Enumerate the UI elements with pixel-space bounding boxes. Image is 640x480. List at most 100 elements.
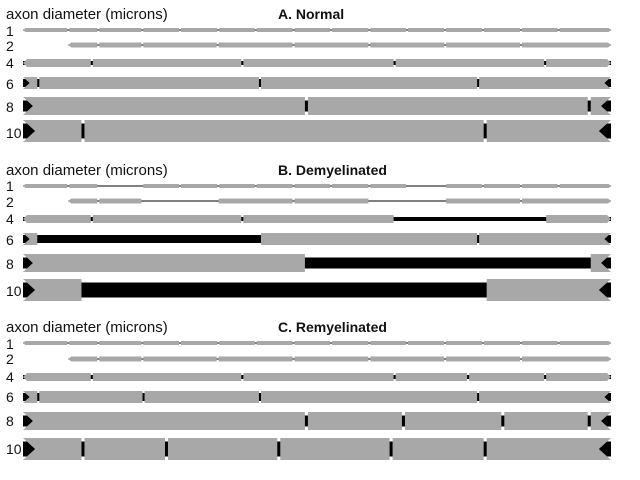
myelin-segment xyxy=(546,215,611,223)
row-label-c-1: 1 xyxy=(6,336,14,352)
myelin-segment xyxy=(479,77,611,89)
myelin-segment xyxy=(483,28,521,32)
myelin-segment xyxy=(23,77,38,89)
row-label-a-4: 4 xyxy=(6,55,14,71)
myelin-segment xyxy=(280,438,390,460)
bare-axon-segment xyxy=(306,257,590,269)
myelin-segment xyxy=(294,356,369,362)
myelin-segment xyxy=(243,59,394,67)
myelin-segment xyxy=(23,341,68,345)
myelin-segment xyxy=(143,356,217,362)
myelin-segment xyxy=(23,59,91,67)
myelin-segment xyxy=(479,391,611,403)
myelin-segment xyxy=(486,438,611,460)
row-label-b-6: 6 xyxy=(6,232,14,248)
myelin-segment xyxy=(559,28,611,32)
myelin-segment xyxy=(243,215,394,223)
myelin-segment xyxy=(446,28,482,32)
myelin-segment xyxy=(370,341,406,345)
myelin-segment xyxy=(256,184,293,188)
row-label-c-10: 10 xyxy=(6,441,22,457)
myelin-segment xyxy=(546,373,611,381)
myelin-segment xyxy=(219,184,255,188)
myelin-segment xyxy=(559,184,611,188)
row-label-a-6: 6 xyxy=(6,76,14,92)
panel-c: axon diameter (microns) C. Remyelinated … xyxy=(6,319,611,460)
row-label-a-2: 2 xyxy=(6,38,14,54)
row-label-c-4: 4 xyxy=(6,369,14,385)
myelin-segment xyxy=(504,412,588,430)
myelin-segment xyxy=(483,184,521,188)
myelin-segment xyxy=(395,373,468,381)
axis-header-c: axon diameter (microns) xyxy=(6,319,168,336)
myelin-segment xyxy=(479,233,611,245)
myelin-segment xyxy=(23,391,38,403)
row-label-b-10: 10 xyxy=(6,283,22,299)
bare-axon-segment xyxy=(406,185,446,187)
myelin-segment xyxy=(23,438,82,460)
myelin-segment xyxy=(99,28,142,32)
bare-axon-segment xyxy=(394,217,546,221)
myelin-segment xyxy=(392,438,484,460)
myelin-segment xyxy=(23,254,305,272)
row-label-a-1: 1 xyxy=(6,23,14,39)
myelin-segment xyxy=(446,356,521,362)
axis-header-a: axon diameter (microns) xyxy=(6,6,168,23)
myelin-segment xyxy=(370,356,445,362)
myelin-segment xyxy=(559,341,611,345)
myelin-segment xyxy=(522,28,558,32)
myelin-segment xyxy=(99,356,142,362)
myelin-segment xyxy=(407,341,445,345)
myelin-segment xyxy=(294,42,369,48)
fibers-b xyxy=(23,184,611,301)
row-label-b-8: 8 xyxy=(6,256,14,272)
myelin-segment xyxy=(294,184,331,188)
myelin-segment xyxy=(294,28,331,32)
myelin-segment xyxy=(404,412,502,430)
axis-header-b: axon diameter (microns) xyxy=(6,162,168,179)
myelin-segment xyxy=(99,198,142,204)
myelin-segment xyxy=(522,356,611,362)
myelin-segment xyxy=(180,341,218,345)
panel-title-c: C. Remyelinated xyxy=(278,319,387,335)
myelin-segment xyxy=(522,42,611,48)
panel-b: axon diameter (microns) B. Demyelinated … xyxy=(6,162,611,301)
myelin-segment xyxy=(23,412,305,430)
myelin-segment xyxy=(294,341,331,345)
myelin-segment xyxy=(143,184,179,188)
bare-axon-segment xyxy=(82,282,486,298)
myelin-segment xyxy=(370,42,445,48)
myelin-segment xyxy=(23,28,68,32)
myelin-segment xyxy=(84,120,484,142)
myelin-segment xyxy=(395,59,545,67)
myelin-segment xyxy=(23,279,82,301)
myelin-segment xyxy=(167,438,278,460)
myelin-segment xyxy=(469,373,545,381)
panel-a: axon diameter (microns) A. Normal 1 2 4 … xyxy=(6,6,611,142)
myelin-segment xyxy=(143,28,179,32)
myelin-segment xyxy=(590,412,611,430)
myelin-segment xyxy=(522,341,558,345)
myelin-segment xyxy=(307,412,402,430)
myelin-segment xyxy=(39,77,259,89)
myelin-segment xyxy=(92,373,242,381)
myelin-segment xyxy=(486,120,611,142)
myelin-segment xyxy=(446,42,521,48)
myelin-segment xyxy=(69,341,98,345)
myelin-segment xyxy=(370,184,406,188)
myelin-segment xyxy=(23,233,38,245)
myelin-segment xyxy=(69,184,98,188)
myelin-segment xyxy=(294,198,369,204)
bare-axon-segment xyxy=(38,235,260,243)
myelin-segment xyxy=(260,233,478,245)
row-label-a-8: 8 xyxy=(6,99,14,115)
myelin-segment xyxy=(68,198,98,204)
panel-title-a: A. Normal xyxy=(278,6,344,22)
myelin-segment xyxy=(218,356,293,362)
myelin-segment xyxy=(92,59,242,67)
myelin-segment xyxy=(370,28,406,32)
myelin-segment xyxy=(243,373,394,381)
row-label-b-4: 4 xyxy=(6,211,14,227)
